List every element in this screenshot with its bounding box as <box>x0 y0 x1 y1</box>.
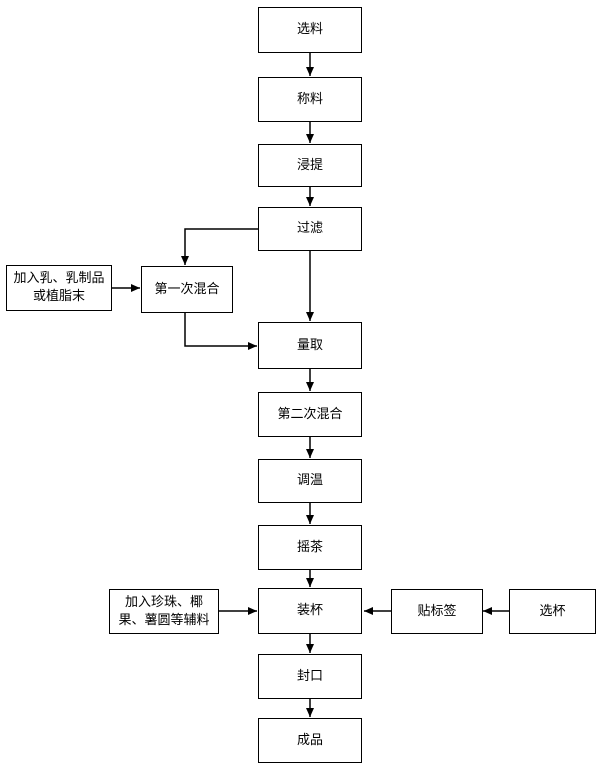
node-measure: 量取 <box>258 322 362 369</box>
node-seal-label: 封口 <box>296 668 323 684</box>
node-fill-cup: 装杯 <box>258 588 362 634</box>
node-adjust-temp-label: 调温 <box>296 473 323 488</box>
node-label-label: 贴标签 <box>417 603 457 619</box>
node-filter: 过滤 <box>258 207 362 251</box>
node-seal: 封口 <box>258 654 362 699</box>
node-first-mix: 第一次混合 <box>141 266 233 313</box>
node-first-mix-label: 第一次混合 <box>154 281 220 297</box>
node-second-mix-label: 第二次混合 <box>277 406 343 422</box>
node-select-material-label: 选料 <box>296 22 323 37</box>
node-add-toppings-label: 加入珍珠、椰果、薯圆等辅料 <box>118 594 210 628</box>
node-extract: 浸提 <box>258 144 362 187</box>
node-second-mix: 第二次混合 <box>258 392 362 437</box>
node-label: 贴标签 <box>391 589 483 634</box>
node-shake-tea: 摇茶 <box>258 525 362 570</box>
node-extract-label: 浸提 <box>296 157 323 173</box>
node-select-cup-label: 选杯 <box>539 603 566 619</box>
arrow-filter-to-first-mix <box>181 228 258 265</box>
node-fill-cup-label: 装杯 <box>296 603 323 618</box>
node-filter-label: 过滤 <box>296 221 323 236</box>
node-adjust-temp: 调温 <box>258 459 362 503</box>
node-add-milk: 加入乳、乳制品或植脂末 <box>6 265 112 311</box>
node-select-material: 选料 <box>258 7 362 53</box>
node-shake-tea-label: 摇茶 <box>296 539 323 555</box>
node-product: 成品 <box>258 718 362 763</box>
node-select-cup: 选杯 <box>509 589 596 634</box>
node-measure-label: 量取 <box>296 337 323 353</box>
node-add-milk-label: 加入乳、乳制品或植脂末 <box>13 271 105 304</box>
node-weigh-material-label: 称料 <box>296 91 323 107</box>
node-add-toppings: 加入珍珠、椰果、薯圆等辅料 <box>109 589 219 634</box>
node-weigh-material: 称料 <box>258 77 362 122</box>
node-product-label: 成品 <box>296 732 323 748</box>
arrow-first-mix-to-measure <box>184 313 257 350</box>
